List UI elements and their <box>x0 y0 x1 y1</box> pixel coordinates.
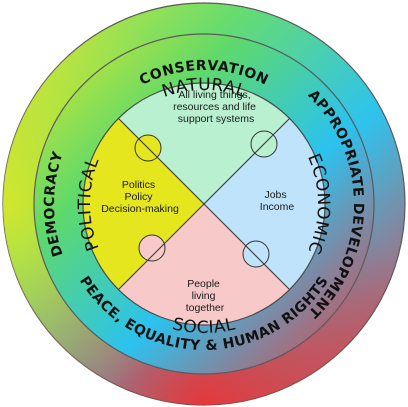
piece-political-text: Politics Policy Decision-making <box>101 179 179 215</box>
piece-natural-text: All living things, resources and life su… <box>173 89 259 125</box>
piece-social-text: People living together <box>186 278 225 314</box>
knob-social-to-political <box>138 234 166 262</box>
piece-economic-text: Jobs Income <box>260 189 295 213</box>
inner-label-bottom: SOCIAL <box>171 314 238 338</box>
knob-social-to-economic <box>242 240 270 268</box>
inner-circle-border <box>82 82 326 326</box>
